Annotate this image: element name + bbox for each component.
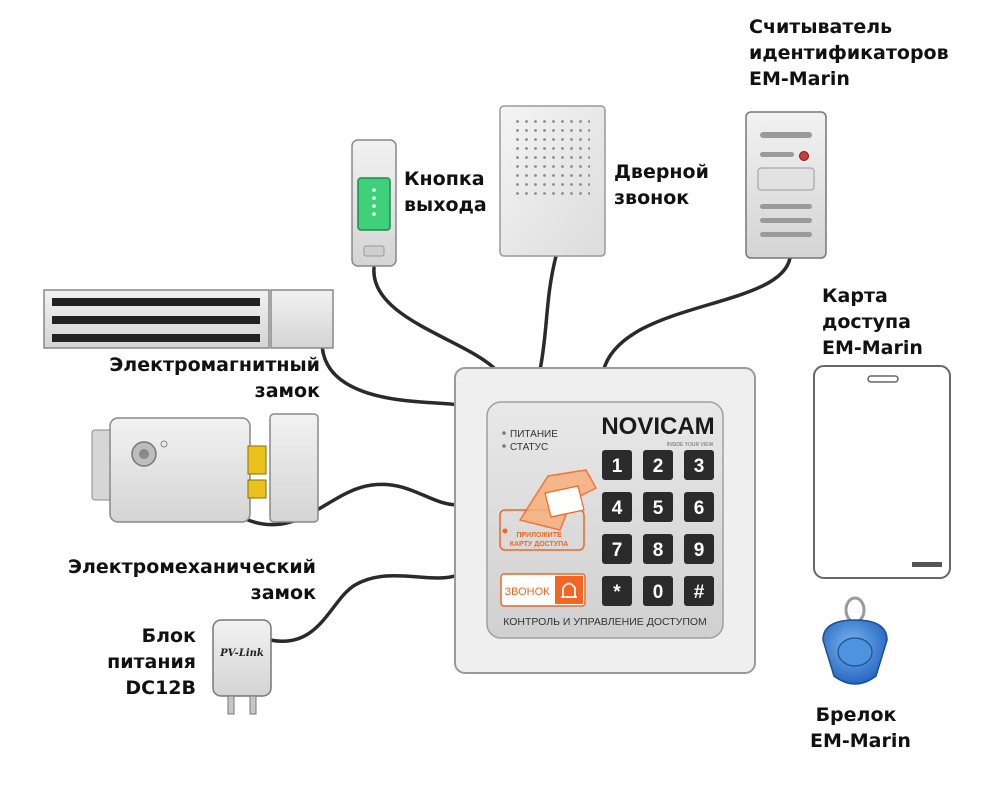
exit-button-device (351, 139, 397, 267)
cable-reader (601, 256, 792, 374)
key-5[interactable]: 5 (643, 492, 673, 522)
key-label: * (613, 582, 621, 603)
card-icon (544, 485, 585, 518)
keyfob-device (822, 596, 888, 685)
label-keyfob: Брелок EM-Marin (810, 704, 911, 752)
door-bell-device (499, 105, 606, 257)
cable-mechanical-lock (246, 482, 460, 527)
keypad-keys: 1 2 3 4 5 6 7 8 9 * 0 # (602, 450, 714, 606)
label-mechanical-lock: Электромеханический замок (68, 556, 316, 604)
key-face (602, 450, 632, 480)
key-face (684, 534, 714, 564)
label-magnetic-lock: Электромагнитный замок (109, 354, 320, 402)
label-exit-button: Кнопка выхода (404, 168, 487, 216)
bell-icon (561, 582, 577, 598)
key-label: 6 (694, 498, 705, 519)
cable-power-supply (268, 573, 460, 644)
indicator-status: СТАТУС (510, 442, 548, 453)
key-*[interactable]: * (602, 576, 632, 606)
key-label: 7 (612, 540, 623, 561)
key-face (602, 534, 632, 564)
power-brand-text: PV-Link (219, 648, 264, 659)
key-label: 1 (612, 456, 623, 477)
key-face (684, 576, 714, 606)
key-#[interactable]: # (684, 576, 714, 606)
key-face (643, 450, 673, 480)
key-label: 3 (694, 456, 705, 477)
key-label: # (694, 582, 705, 603)
electromechanical-lock-device (91, 413, 319, 523)
key-4[interactable]: 4 (602, 492, 632, 522)
key-face (684, 450, 714, 480)
key-8[interactable]: 8 (643, 534, 673, 564)
key-label: 9 (694, 540, 705, 561)
key-6[interactable]: 6 (684, 492, 714, 522)
key-face (643, 576, 673, 606)
key-face (643, 492, 673, 522)
key-label: 5 (653, 498, 664, 519)
key-face (684, 492, 714, 522)
access-card-device (813, 365, 951, 579)
bell-button[interactable]: ЗВОНОК (500, 573, 586, 607)
brand-tagline: INSIDE YOUR VIEW (667, 442, 714, 448)
label-power-supply: Блок питания DC12B (107, 625, 196, 699)
bell-button-label: ЗВОНОК (504, 586, 550, 598)
brand-logo: NOVICAM (601, 413, 714, 440)
key-9[interactable]: 9 (684, 534, 714, 564)
cable-magnetic-lock (320, 338, 460, 407)
em-marin-reader-device (745, 111, 827, 259)
cables (246, 254, 792, 644)
key-face (602, 492, 632, 522)
key-2[interactable]: 2 (643, 450, 673, 480)
label-reader: Считыватель идентификаторов EM-Marin (749, 16, 949, 90)
card-prompt-line2: КАРТУ ДОСТУПА (510, 541, 569, 548)
key-label: 0 (653, 582, 664, 603)
cable-exit-button (372, 266, 500, 374)
key-label: 4 (612, 498, 623, 519)
keypad-controller: NOVICAM INSIDE YOUR VIEW ПИТАНИЕ СТАТУС … (454, 367, 756, 674)
label-door-bell: Дверной звонок (614, 161, 709, 209)
key-3[interactable]: 3 (684, 450, 714, 480)
label-card: Карта доступа EM-Marin (822, 285, 923, 359)
controller-footer: КОНТРОЛЬ И УПРАВЛЕНИЕ ДОСТУПОМ (503, 616, 707, 628)
key-0[interactable]: 0 (643, 576, 673, 606)
key-7[interactable]: 7 (602, 534, 632, 564)
key-face (643, 534, 673, 564)
power-supply-device: PV-Link (212, 619, 272, 715)
card-prompt-line1: ПРИЛОЖИТЕ (516, 532, 562, 539)
electromagnetic-lock-device (43, 289, 334, 349)
key-1[interactable]: 1 (602, 450, 632, 480)
indicator-power: ПИТАНИЕ (510, 429, 558, 440)
cable-door-bell (538, 254, 558, 372)
key-face (602, 576, 632, 606)
key-label: 2 (653, 456, 664, 477)
key-label: 8 (653, 540, 664, 561)
